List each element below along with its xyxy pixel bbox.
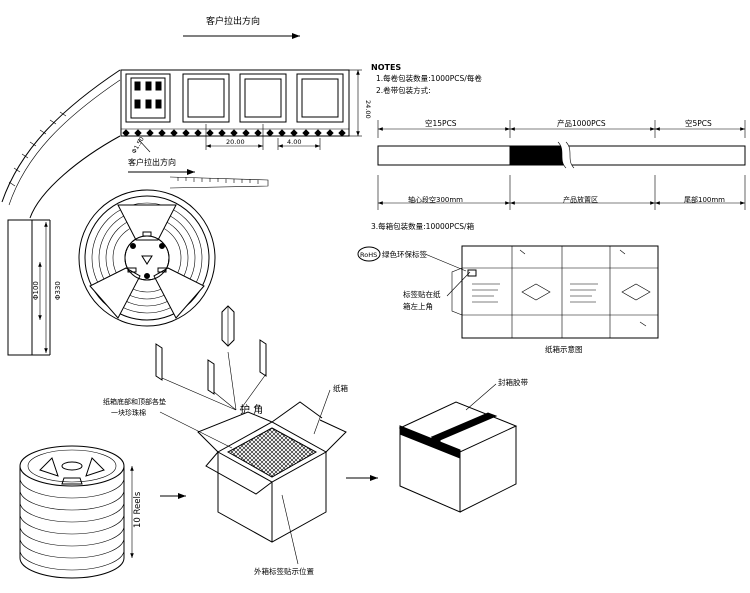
pull-direction-mid-label: 客户拉出方向 [128,157,176,167]
label-pos-line1: 标签贴在纸 [403,289,441,299]
strip-seg-left: 空15PCS [425,118,457,128]
notes-line2: 2.卷带包装方式: [376,85,431,95]
strip-seg-right: 空5PCS [685,118,712,128]
seal-tape-leader [465,383,497,411]
corner-guards [155,305,267,411]
dim-reel-inner: Φ100 [32,281,40,300]
label-pos-line2: 箱左上角 [403,301,433,311]
rohs-text: RoHS [360,251,377,259]
eco-label-leader [424,253,467,272]
pad-line2: 一块珍珠棉 [111,408,146,417]
dim-reel-outer: Φ330 [54,281,62,300]
outer-label-leader [281,494,299,565]
label-pos-leader [446,271,471,297]
sealed-carton [398,401,518,513]
eco-label-text: 绿色环保标签 [382,249,427,259]
strip-bottom-right: 尾部100mm [684,195,725,204]
carrier-tape-top-view [120,69,362,153]
reel-side-view [7,219,51,356]
stack-label: 10 Reels [133,491,143,528]
carton-unfolded-layout [451,245,659,339]
open-carton [197,401,347,543]
dim-hole: 4.00 [287,138,301,146]
carton-layout-caption: 纸箱示意图 [545,344,583,354]
strip-bottom-mid: 产品放置区 [563,195,598,204]
reel-front-view [78,189,216,327]
dim-pitch: 20.00 [226,138,245,146]
dim-width: 24.00 [364,100,372,119]
pull-direction-top-label: 客户拉出方向 [206,15,260,27]
box-leader [313,389,331,435]
notes-line1: 1.每卷包装数量:1000PCS/每卷 [376,73,482,83]
pad-line1: 纸箱底部和顶部各垫 [103,397,166,406]
notes-line3: 3.每箱包装数量:10000PCS/箱 [371,221,475,231]
reel-stack [19,445,134,579]
strip-seg-mid: 产品1000PCS [557,118,606,128]
seal-tape-label: 封箱胶带 [498,377,528,387]
outer-label-text: 外箱标签贴示位置 [254,566,314,576]
tape-layout-strip [377,120,746,210]
notes-title: NOTES [371,63,401,72]
tape-strip-to-reel [169,176,269,189]
pad-leader [159,411,233,449]
strip-bottom-left: 轴心段空300mm [408,195,463,204]
tape-curve [1,69,121,219]
box-label: 纸箱 [333,383,348,393]
rohs-badge [357,246,381,262]
